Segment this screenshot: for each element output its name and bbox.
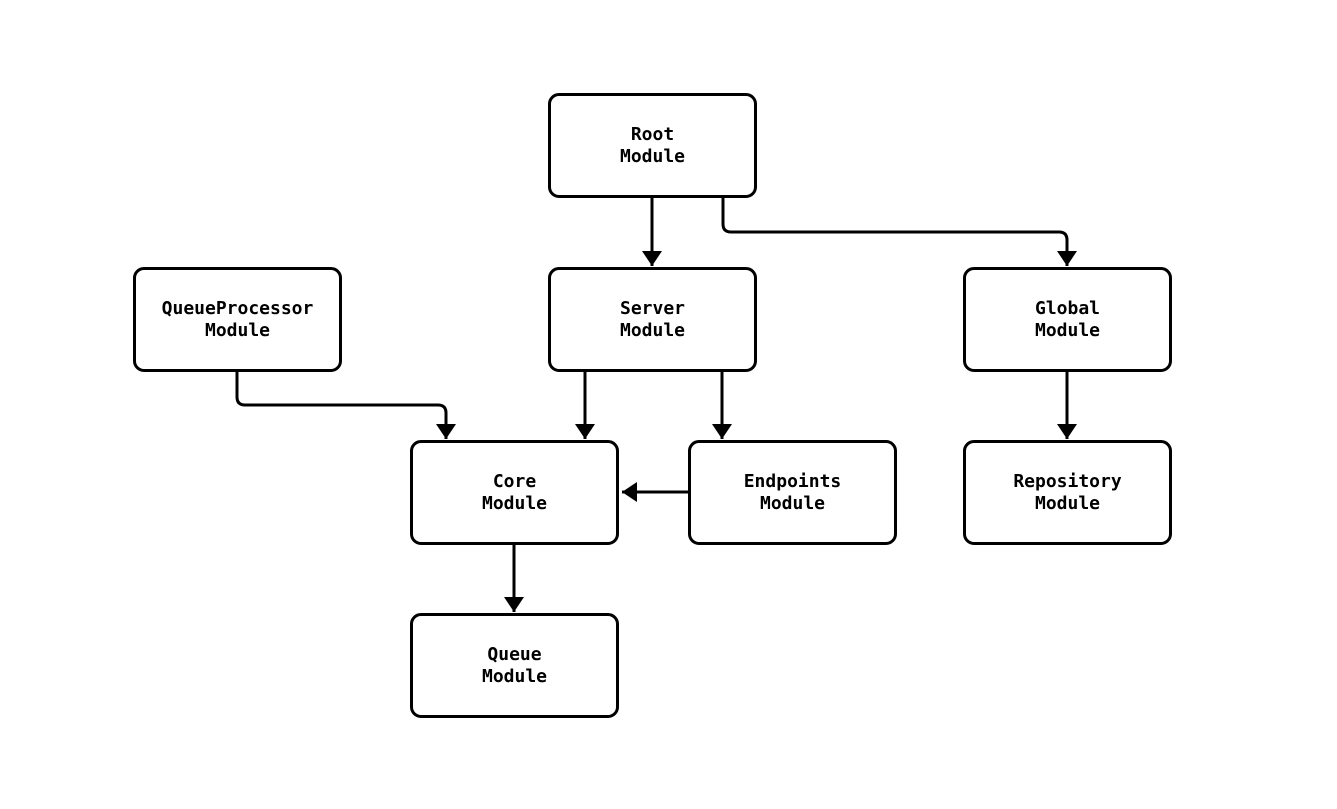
node-core-module: Core Module (410, 440, 619, 545)
node-label-line2: Module (481, 492, 548, 514)
node-endpoints-module: Endpoints Module (688, 440, 897, 545)
node-queue-module: Queue Module (410, 613, 619, 718)
node-label-line2: Module (481, 665, 548, 687)
node-label-line1: Core (492, 470, 537, 492)
node-label-line2: Module (1034, 319, 1101, 341)
node-label-line1: Queue (487, 643, 542, 665)
node-repository-module: Repository Module (963, 440, 1172, 545)
node-label-line2: Module (759, 492, 826, 514)
node-label-line2: Module (619, 145, 686, 167)
edge-queueprocessor-to-core (235, 372, 456, 439)
node-queueprocessor-module: QueueProcessor Module (133, 267, 342, 372)
node-label-line2: Module (204, 319, 271, 341)
node-label-line1: Global (1034, 297, 1101, 319)
node-label-line2: Module (619, 319, 686, 341)
node-label-line1: Root (630, 123, 675, 145)
node-label-line2: Module (1034, 492, 1101, 514)
edge-root-to-global (721, 198, 1077, 266)
node-label-line1: Endpoints (743, 470, 842, 492)
node-label-line1: QueueProcessor (161, 297, 314, 319)
node-root-module: Root Module (548, 93, 757, 198)
node-server-module: Server Module (548, 267, 757, 372)
node-label-line1: Server (619, 297, 686, 319)
node-global-module: Global Module (963, 267, 1172, 372)
node-label-line1: Repository (1013, 470, 1122, 492)
